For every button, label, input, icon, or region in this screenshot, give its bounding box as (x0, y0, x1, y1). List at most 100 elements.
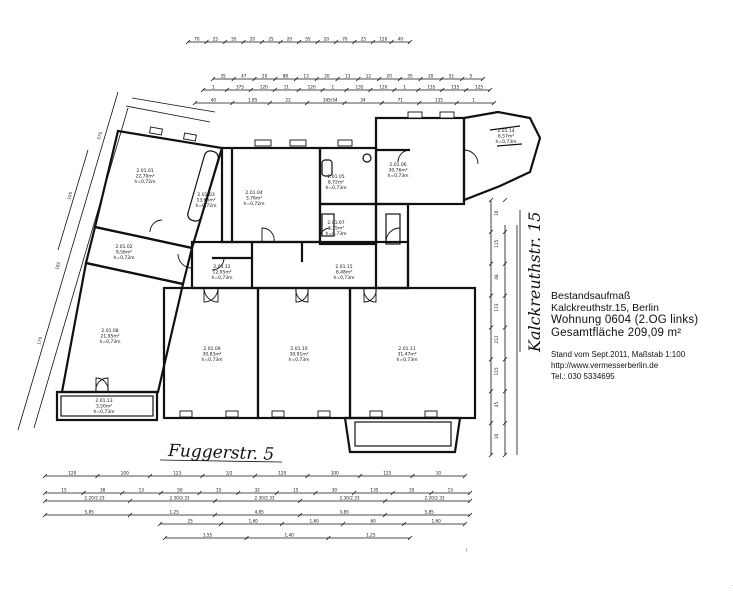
dimension-tick (212, 512, 218, 518)
dimension-value: 55 (305, 37, 311, 42)
info-date-scale: Stand vom Sept.2011, Maßstab 1:100 (551, 350, 686, 359)
room-label-line: 2.01.08 (101, 328, 118, 334)
room-label-line: 2.01.15 (335, 264, 352, 270)
dimension-value: 10 (494, 210, 499, 216)
dimension-value: 13 (345, 74, 351, 79)
dimension-value: 20 (287, 37, 293, 42)
dimension-tick (95, 473, 100, 479)
room-label-line: h=0,73m (288, 357, 309, 363)
fixtures (149, 111, 455, 418)
walls (55, 110, 542, 454)
dimension-tick (397, 76, 403, 82)
dimension-tick (368, 87, 373, 93)
dimension-value: 575 (96, 131, 103, 140)
dimension-value: 15 (293, 488, 299, 493)
dimension-value: 15 (61, 488, 67, 493)
dimension-value: 120 (308, 85, 316, 90)
room-label-line: 22,70m² (135, 174, 154, 180)
dimension-value: 47 (241, 74, 247, 79)
dimension-value: 173 (494, 303, 499, 311)
room-label-line: 2.01.09 (203, 346, 220, 352)
dimension-tick (488, 197, 494, 203)
room-label-line: 2.01.10 (290, 346, 307, 352)
dimension-value: 11 (284, 85, 290, 90)
info-address: Kalckreuthstr.15, Berlin (551, 302, 659, 314)
dimension-tick (415, 87, 421, 93)
dimension-tick (488, 325, 494, 330)
dimension-tick (279, 521, 285, 527)
room-label-line: h=0,73m (387, 173, 408, 179)
dimension-tick (333, 39, 339, 45)
dimension-tick (235, 490, 241, 496)
dimension-value: 22 (285, 98, 291, 103)
dimension-tick (390, 490, 396, 496)
dimension-tick (439, 87, 445, 93)
dimension-value: 35 (407, 74, 413, 79)
info-website[interactable]: http://www.vermesserberlin.de (551, 361, 659, 370)
dimension-tick (222, 39, 228, 45)
dimension-tick (296, 39, 302, 45)
room-label-line: 13,66m² (196, 198, 215, 204)
dimension-value: 2.30/2.33 (170, 496, 190, 501)
room-label-line: h=0,72m (243, 201, 264, 207)
dimension-tick (462, 521, 468, 527)
dimension-tick (304, 100, 310, 106)
dimension-value: 71 (398, 98, 404, 103)
info-block: Bestandsaufmaß Kalckreuthstr.15, Berlin … (551, 290, 731, 382)
room-label-line: h=0,72m (113, 255, 134, 261)
dimension-value: 375 (236, 85, 244, 90)
dimension-tick (314, 76, 320, 82)
dimension-value: 30 (332, 488, 338, 493)
dimension-value: 25 (188, 519, 194, 524)
room-label-line: h=0,73m (495, 139, 516, 145)
dimension-tick (407, 535, 413, 541)
dimension-tick (204, 39, 209, 45)
dimension-tick (502, 197, 508, 203)
dimension-value: 1 (212, 85, 215, 90)
dimension-value: 40 (398, 37, 404, 42)
dimension-tick (273, 76, 278, 82)
dimension-tick (416, 100, 422, 106)
room-label-line: 2.01.14 (497, 128, 514, 134)
street-label-east: Kalckreuthstr. 15 (525, 212, 544, 353)
dimension-value: 1 (403, 85, 406, 90)
room-label-line: 30,76m² (388, 168, 407, 174)
room-label-line: 9,56m² (116, 250, 132, 256)
dimension-tick (162, 535, 168, 541)
dimension-tick (320, 87, 325, 93)
dimension-value: 35 (220, 74, 226, 79)
dimension-value: 100 (121, 471, 129, 476)
dimension-tick (491, 100, 497, 106)
dimension-value: 70 (342, 37, 348, 42)
dimension-value: 1,60 (432, 519, 442, 524)
room-label-line: 12,95m² (212, 270, 231, 276)
dimension-value: 20 (324, 74, 330, 79)
dimension-tick (487, 87, 493, 93)
dimension-value: 25 (268, 37, 274, 42)
room-label-line: h=0,73m (325, 185, 346, 191)
sink (362, 153, 372, 163)
dimension-tick (274, 490, 280, 496)
dimension-value: 120 (260, 85, 268, 90)
room-label-line: 8,72m² (328, 180, 344, 186)
dimension-tick (488, 357, 494, 362)
room-labels: 2.01.0122,70m²h=0,72m2.01.029,56m²h=0,72… (93, 128, 516, 415)
dimension-tick (410, 473, 415, 479)
dimension-value: 15 (448, 488, 454, 493)
dimension-tick (379, 100, 385, 106)
dimension-value: 1.85 (248, 98, 258, 103)
dimension-value: 212 (494, 335, 499, 343)
dimension-tick (418, 76, 423, 82)
dimension-tick (502, 388, 508, 394)
dimension-value: 13 (139, 488, 145, 493)
dimension-tick (488, 229, 494, 235)
dimension-value: 10 (436, 471, 442, 476)
dimension-value: 20 (324, 37, 330, 42)
room-label-line: 2.01.12 (213, 264, 230, 270)
dimension-value: 4,85 (255, 510, 265, 515)
room-label-line: 30,91m² (289, 352, 308, 358)
dimension-value: 12 (366, 74, 372, 79)
room-label-line: 2.01.02 (115, 244, 132, 250)
